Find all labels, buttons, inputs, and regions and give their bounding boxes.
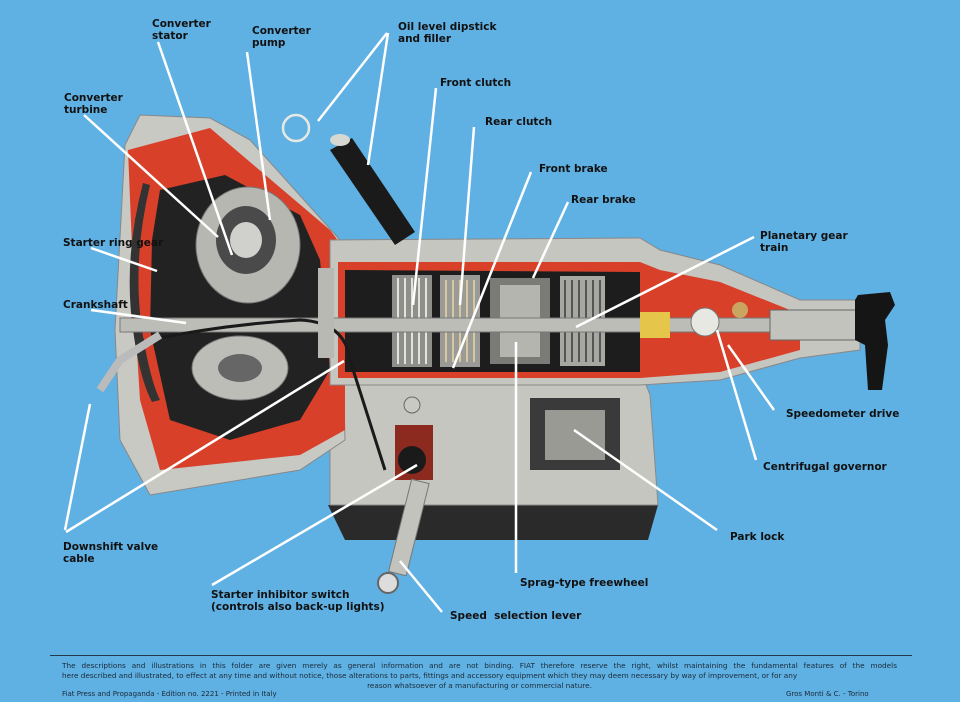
label-front-brake: Front brake	[539, 163, 608, 175]
selector-assembly	[377, 396, 433, 594]
oil-pan	[328, 505, 658, 540]
disclaimer-line-2: here described and illustrated, to effec…	[62, 671, 798, 680]
label-oil-level-dipstick: Oil level dipstick and filler	[398, 21, 497, 45]
leader-lines	[63, 32, 776, 613]
label-rear-brake: Rear brake	[571, 194, 636, 206]
label-speedometer-drive: Speedometer drive	[786, 408, 900, 420]
label-park-lock: Park lock	[730, 531, 785, 543]
disclaimer-line-1: The descriptions and illustrations in th…	[62, 661, 897, 670]
label-converter-stator: Converter stator	[152, 18, 211, 42]
label-centrifugal-governor: Centrifugal governor	[763, 461, 887, 473]
output-flange	[855, 292, 895, 390]
label-speed-selection-lever: Speed selection lever	[450, 610, 582, 622]
dipstick-tube	[330, 138, 415, 245]
footer-divider	[50, 655, 912, 656]
label-converter-pump: Converter pump	[252, 25, 311, 49]
label-sprag-type-freewheel: Sprag-type freewheel	[520, 577, 649, 589]
label-converter-turbine: Converter turbine	[64, 92, 123, 116]
downshift-cable	[149, 318, 387, 471]
label-starter-ring-gear: Starter ring gear	[63, 237, 164, 249]
label-front-clutch: Front clutch	[440, 77, 512, 89]
output-shaft	[769, 309, 861, 341]
disclaimer-line-3: reason whatsoever of a manufacturing or …	[367, 681, 592, 690]
printer-credit: Gros Monti & C. - Torino	[786, 690, 869, 698]
label-crankshaft: Crankshaft	[63, 299, 128, 311]
label-starter-inhibitor-switch: Starter inhibitor switch (controls also …	[211, 589, 385, 613]
label-rear-clutch: Rear clutch	[485, 116, 553, 128]
label-planetary-gear-train: Planetary gear train	[760, 230, 848, 254]
label-downshift-valve-cable: Downshift valve cable	[63, 541, 159, 565]
edition-note: Fiat Press and Propaganda - Edition no. …	[62, 690, 277, 698]
